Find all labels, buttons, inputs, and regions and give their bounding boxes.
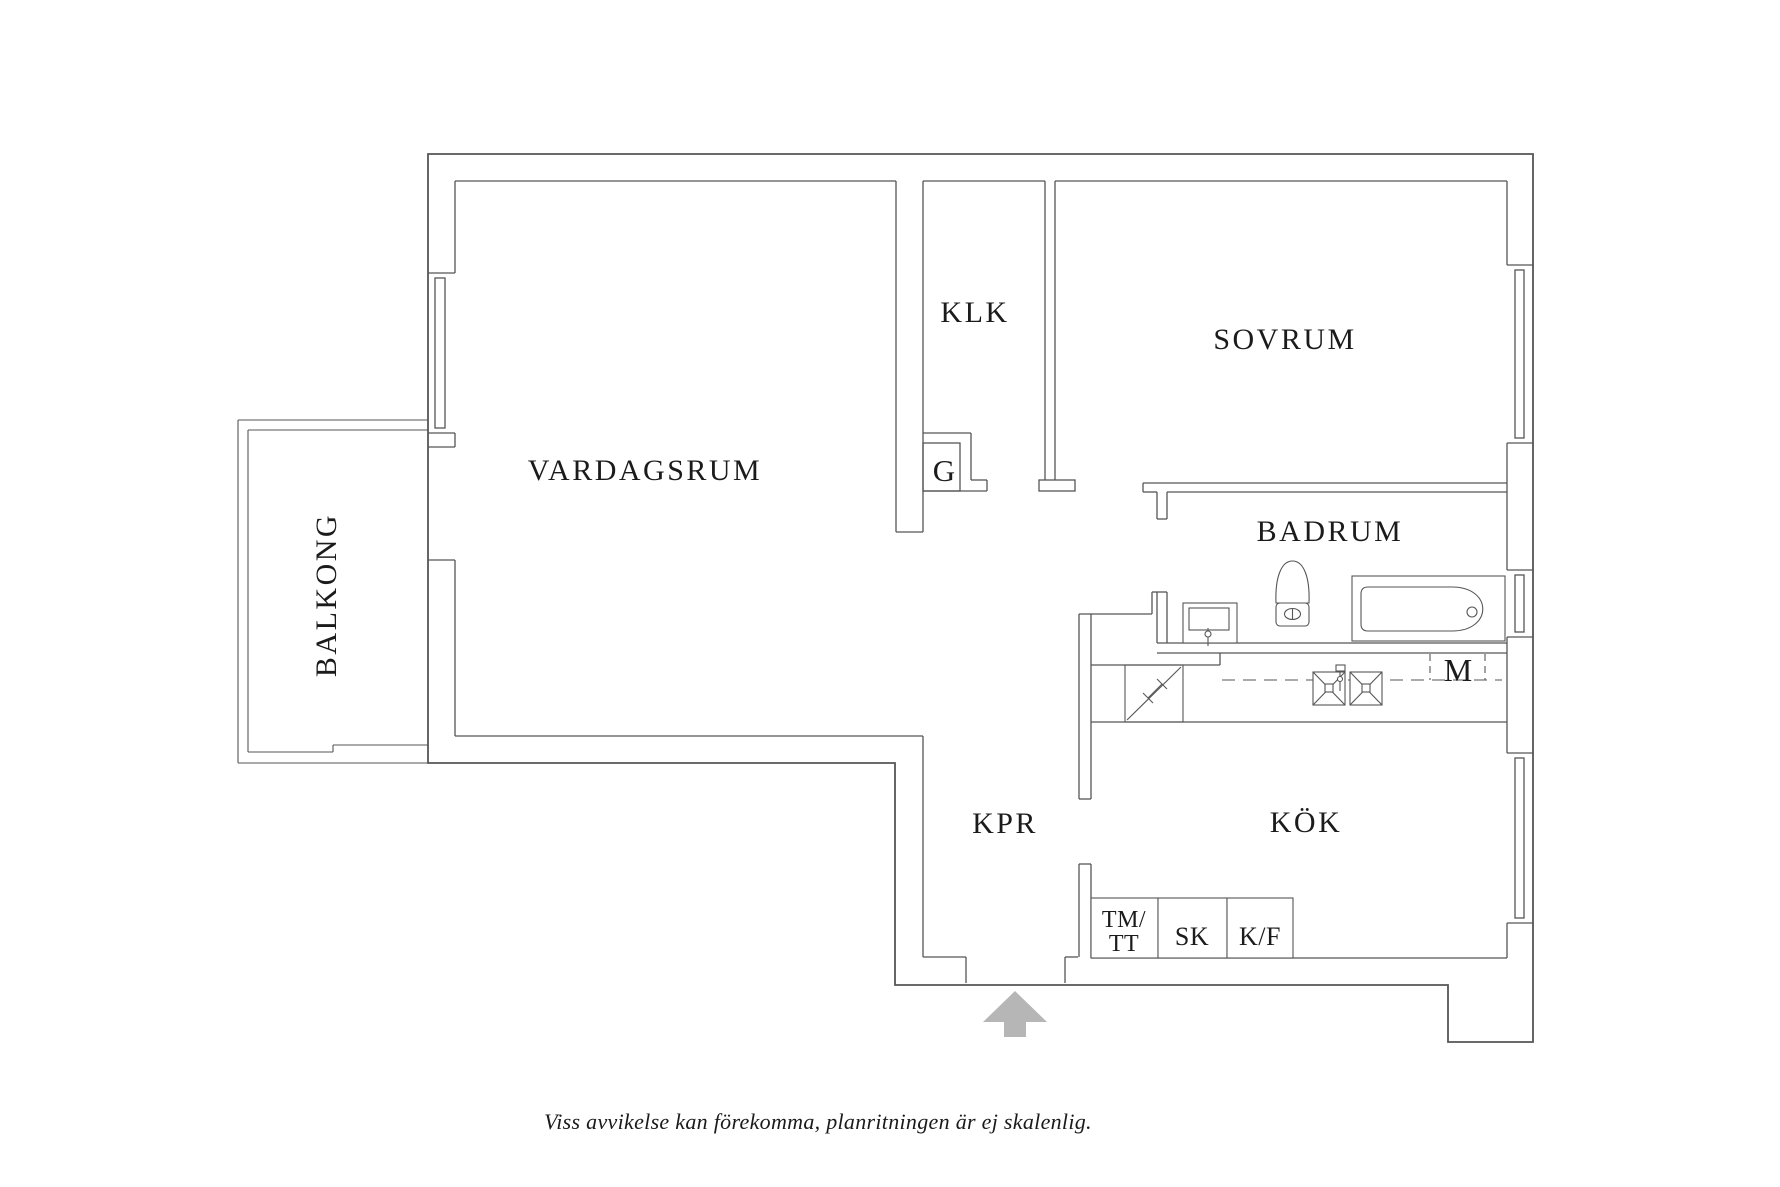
window-bedroom-icon	[1514, 269, 1525, 439]
kitchen-sink-icon	[1312, 664, 1383, 706]
room-label-living-room: VARDAGSRUM	[528, 454, 763, 487]
room-label-closet: KLK	[940, 296, 1009, 329]
room-label-bedroom: SOVRUM	[1213, 323, 1356, 356]
label-cabinet: SK	[1175, 922, 1209, 951]
fridge-freezer-box	[1226, 897, 1294, 959]
room-labels: VARDAGSRUM KLK SOVRUM BADRUM BALKONG KPR…	[310, 296, 1404, 840]
stove-icon	[1124, 664, 1184, 723]
fixture-labels: G M TM/ TT SK K/F	[933, 453, 1472, 957]
label-dishwasher: M	[1444, 652, 1472, 688]
disclaimer-caption: Viss avvikelse kan förekomma, planritnin…	[544, 1109, 1092, 1134]
kitchen-faucet-icon	[1335, 664, 1346, 672]
room-label-balcony: BALKONG	[310, 513, 343, 677]
toilet-icon	[1275, 560, 1310, 627]
cabinet-box	[1157, 897, 1228, 959]
room-label-kitchen: KÖK	[1270, 806, 1343, 839]
label-washer-dryer-line2: TT	[1109, 931, 1139, 957]
window-living-room-icon	[434, 277, 446, 429]
window-bathroom-icon	[1514, 574, 1525, 633]
room-label-hallway: KPR	[972, 807, 1038, 840]
window-kitchen-icon	[1514, 757, 1525, 919]
entrance-arrow-icon	[983, 991, 1047, 1037]
appliance-boxes	[1090, 897, 1294, 959]
bathroom-sink-icon	[1182, 602, 1238, 646]
label-wardrobe: G	[933, 453, 955, 488]
balcony-outline	[237, 419, 428, 764]
outer-walls	[427, 153, 1534, 1043]
washer-dryer-box	[1090, 897, 1159, 959]
label-washer-dryer-line1: TM/	[1102, 907, 1146, 933]
wardrobe-box	[922, 442, 961, 492]
label-fridge-freezer: K/F	[1239, 922, 1281, 951]
bathtub-icon	[1351, 575, 1506, 642]
room-label-bathroom: BADRUM	[1257, 515, 1404, 548]
windows	[434, 269, 1525, 919]
